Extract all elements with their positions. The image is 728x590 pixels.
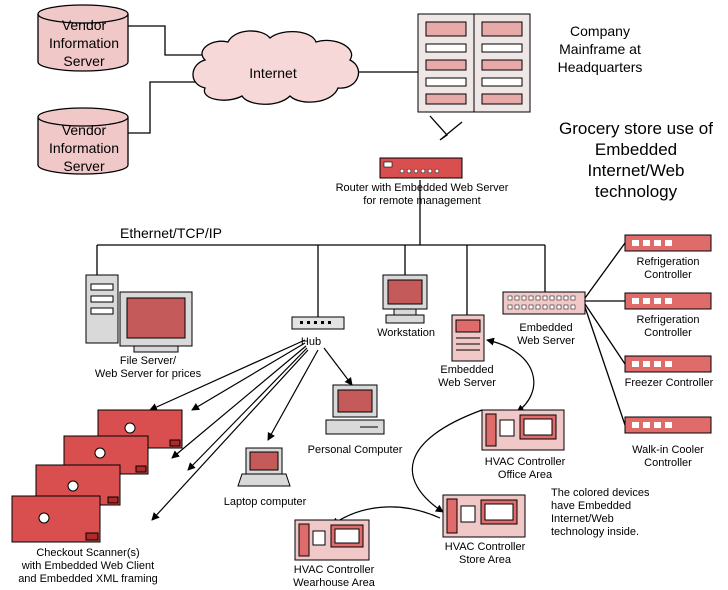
connection-lines	[96, 25, 626, 426]
router-label: Router with Embedded Web Server for remo…	[335, 182, 509, 207]
vendor-server-1	[37, 4, 129, 72]
mainframe-icon	[417, 13, 531, 113]
hub-icon	[291, 316, 345, 330]
freezer-controller-icon	[624, 355, 712, 373]
diagram-title: Grocery store use of Embedded Internet/W…	[558, 119, 713, 201]
checkout-scanner-stack	[11, 409, 183, 543]
embedded-web-server-small-label: Embedded Web Server	[438, 364, 496, 389]
refrigeration-controller-2-icon	[624, 292, 712, 310]
embedded-web-server-panel-label: Embedded Web Server	[517, 322, 575, 347]
checkout-scanner-1	[11, 495, 101, 543]
workstation-icon	[382, 274, 428, 324]
internet-cloud	[192, 30, 360, 105]
hvac-warehouse-icon	[294, 519, 370, 561]
walkin-cooler-controller-label: Walk-in Cooler Controller	[632, 444, 704, 469]
refrigeration-controller-1-label: Refrigeration Controller	[636, 256, 700, 281]
refrigeration-controller-2-label: Refrigeration Controller	[636, 314, 700, 339]
vendor-server-2	[37, 107, 129, 175]
internet-label: Internet	[249, 65, 297, 81]
personal-computer-icon	[325, 384, 385, 435]
mainframe-label: Company Mainframe at Headquarters	[557, 23, 643, 75]
file-server-label: File Server/ Web Server for prices	[94, 355, 202, 380]
freezer-controller-label: Freezer Controller	[624, 377, 714, 389]
hvac-office-label: HVAC Controller Office Area	[484, 456, 566, 481]
vendor-server-1-label: Vendor Information Server	[48, 17, 120, 69]
refrigeration-controller-1-icon	[624, 234, 712, 252]
hvac-office-icon	[481, 409, 565, 451]
hvac-store-label: HVAC Controller Store Area	[444, 541, 526, 566]
laptop-icon	[237, 447, 291, 487]
vendor-server-2-label: Vendor Information Server	[48, 122, 120, 174]
colored-devices-note: The colored devices have Embedded Intern…	[551, 487, 650, 538]
ethernet-label: Ethernet/TCP/IP	[120, 225, 222, 241]
embedded-web-server-small-icon	[451, 314, 485, 362]
hvac-warehouse-label: HVAC Controller Wearhouse Area	[293, 564, 375, 589]
file-server-icon	[85, 274, 193, 353]
personal-computer-label: Personal Computer	[307, 444, 403, 456]
router-icon	[379, 157, 463, 179]
walkin-cooler-controller-icon	[624, 416, 712, 434]
checkout-scanner-label: Checkout Scanner(s) with Embedded Web Cl…	[18, 547, 158, 585]
embedded-web-server-panel-icon	[502, 291, 586, 315]
hub-label: Hub	[300, 336, 322, 348]
hub-links	[149, 337, 535, 526]
laptop-label: Laptop computer	[223, 496, 307, 508]
workstation-label: Workstation	[377, 327, 435, 339]
hvac-store-icon	[442, 494, 526, 538]
